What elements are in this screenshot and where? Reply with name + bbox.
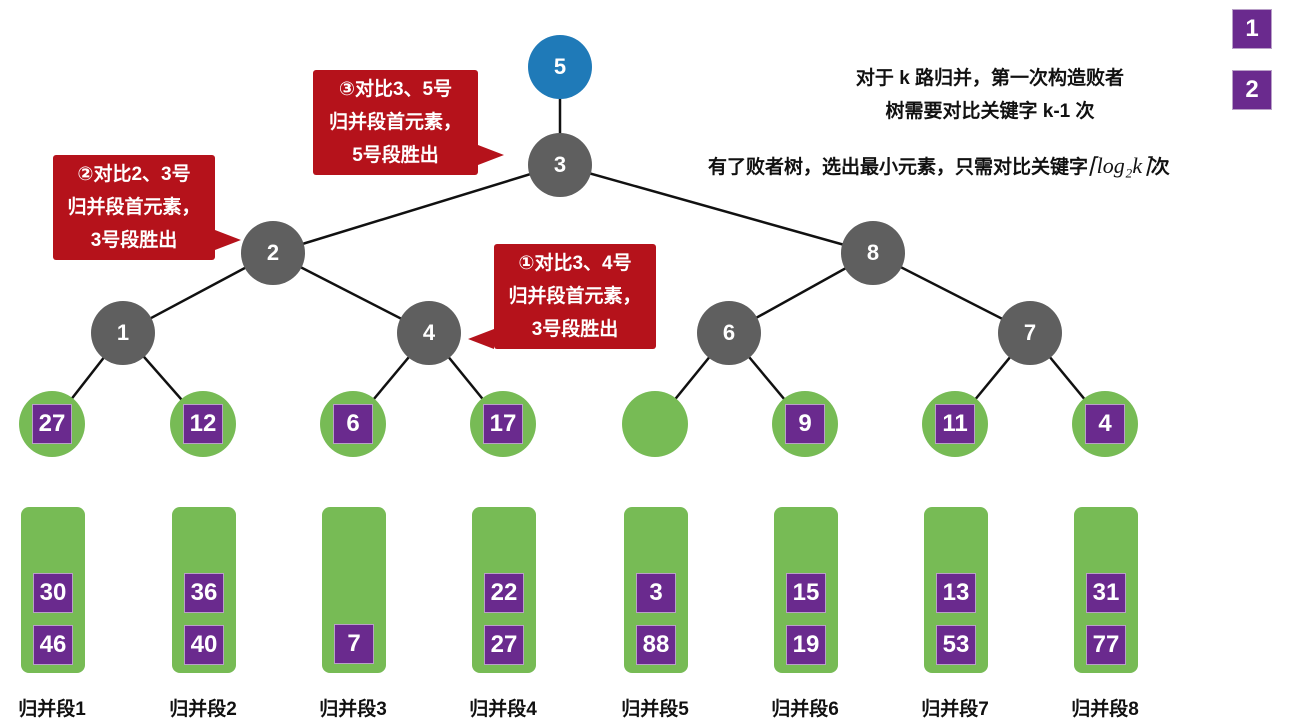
leaf-key: 4 — [1085, 404, 1125, 444]
tree-internal-node: 8 — [841, 221, 905, 285]
note-text: 有了败者树，选出最小元素，只需对比关键字 — [708, 157, 1089, 178]
note-construction: 对于 k 路归并，第一次构造败者 树需要对比关键字 k-1 次 — [790, 62, 1190, 128]
tree-internal-node: 4 — [397, 301, 461, 365]
callout-line: ①对比3、4号 — [518, 253, 632, 274]
callout-tail — [215, 230, 241, 250]
segment-key: 30 — [33, 573, 73, 613]
segment-key: 3 — [636, 573, 676, 613]
tree-edge — [272, 163, 561, 255]
tree-internal-node: 7 — [998, 301, 1062, 365]
segment-label: 归并段3 — [319, 699, 387, 720]
leaf-key: 17 — [483, 404, 523, 444]
segment-label: 归并段2 — [169, 699, 237, 720]
leaf-key: 11 — [935, 404, 975, 444]
callout-step1: ①对比3、4号 归并段首元素， 3号段胜出 — [468, 244, 656, 349]
leaf-node: 12 — [170, 391, 236, 457]
segment-key: 13 — [936, 573, 976, 613]
callout-tail — [468, 329, 494, 349]
callout-line: 3号段胜出 — [90, 230, 178, 251]
leaf-node: 27 — [19, 391, 85, 457]
segment-key: 36 — [184, 573, 224, 613]
segment-label: 归并段5 — [621, 699, 689, 720]
callout-line: 归并段首元素， — [508, 286, 642, 307]
callout-line: 归并段首元素， — [328, 112, 462, 133]
badge-2[interactable]: 2 — [1232, 70, 1272, 110]
segment-key: 22 — [484, 573, 524, 613]
segment-key: 19 — [786, 625, 826, 665]
callout-step3: ③对比3、5号 归并段首元素， 5号段胜出 — [313, 70, 504, 175]
badge-1[interactable]: 1 — [1232, 9, 1272, 49]
log-formula: ⌈log₂k⌉ — [1088, 153, 1151, 178]
callout-line: 5号段胜出 — [352, 145, 439, 166]
segment-key: 77 — [1086, 625, 1126, 665]
note-line: 树需要对比关键字 k-1 次 — [885, 101, 1095, 122]
leaf-node: 11 — [922, 391, 988, 457]
leaf-key: 9 — [785, 404, 825, 444]
segment-key: 46 — [33, 625, 73, 665]
segment-key: 15 — [786, 573, 826, 613]
segment-label: 归并段7 — [921, 699, 989, 720]
segment-label: 归并段1 — [18, 699, 86, 720]
segment-key: 7 — [334, 624, 374, 664]
tree-root-node: 5 — [528, 35, 592, 99]
merge-segment-3: 7 — [322, 507, 386, 673]
tree-internal-node: 6 — [697, 301, 761, 365]
note-selection: 有了败者树，选出最小元素，只需对比关键字⌈log₂k⌉次 — [708, 152, 1170, 179]
leaf-node: 17 — [470, 391, 536, 457]
leaf-node: 9 — [772, 391, 838, 457]
note-text: 次 — [1150, 157, 1170, 178]
callout-step2: ②对比2、3号 归并段首元素， 3号段胜出 — [53, 155, 241, 260]
callout-line: ③对比3、5号 — [338, 79, 453, 100]
segment-key: 88 — [636, 625, 676, 665]
segment-key: 40 — [184, 625, 224, 665]
segment-label: 归并段6 — [771, 699, 839, 720]
leaf-key: 27 — [32, 404, 72, 444]
tree-internal-node: 1 — [91, 301, 155, 365]
callout-line: 3号段胜出 — [531, 319, 619, 340]
leaf-node: 6 — [320, 391, 386, 457]
leaf-node — [622, 391, 688, 457]
callout-line: 归并段首元素， — [67, 197, 201, 218]
tree-edge — [559, 163, 874, 255]
callout-tail — [478, 145, 504, 165]
callout-line: ②对比2、3号 — [77, 164, 191, 185]
segment-key: 53 — [936, 625, 976, 665]
segment-label: 归并段4 — [469, 699, 537, 720]
tree-internal-node: 2 — [241, 221, 305, 285]
leaf-node: 4 — [1072, 391, 1138, 457]
segment-key: 27 — [484, 625, 524, 665]
leaf-key: 6 — [333, 404, 373, 444]
segment-key: 31 — [1086, 573, 1126, 613]
leaf-key: 12 — [183, 404, 223, 444]
tree-internal-node: 3 — [528, 133, 592, 197]
note-line: 对于 k 路归并，第一次构造败者 — [855, 68, 1125, 89]
segment-label: 归并段8 — [1071, 699, 1139, 720]
